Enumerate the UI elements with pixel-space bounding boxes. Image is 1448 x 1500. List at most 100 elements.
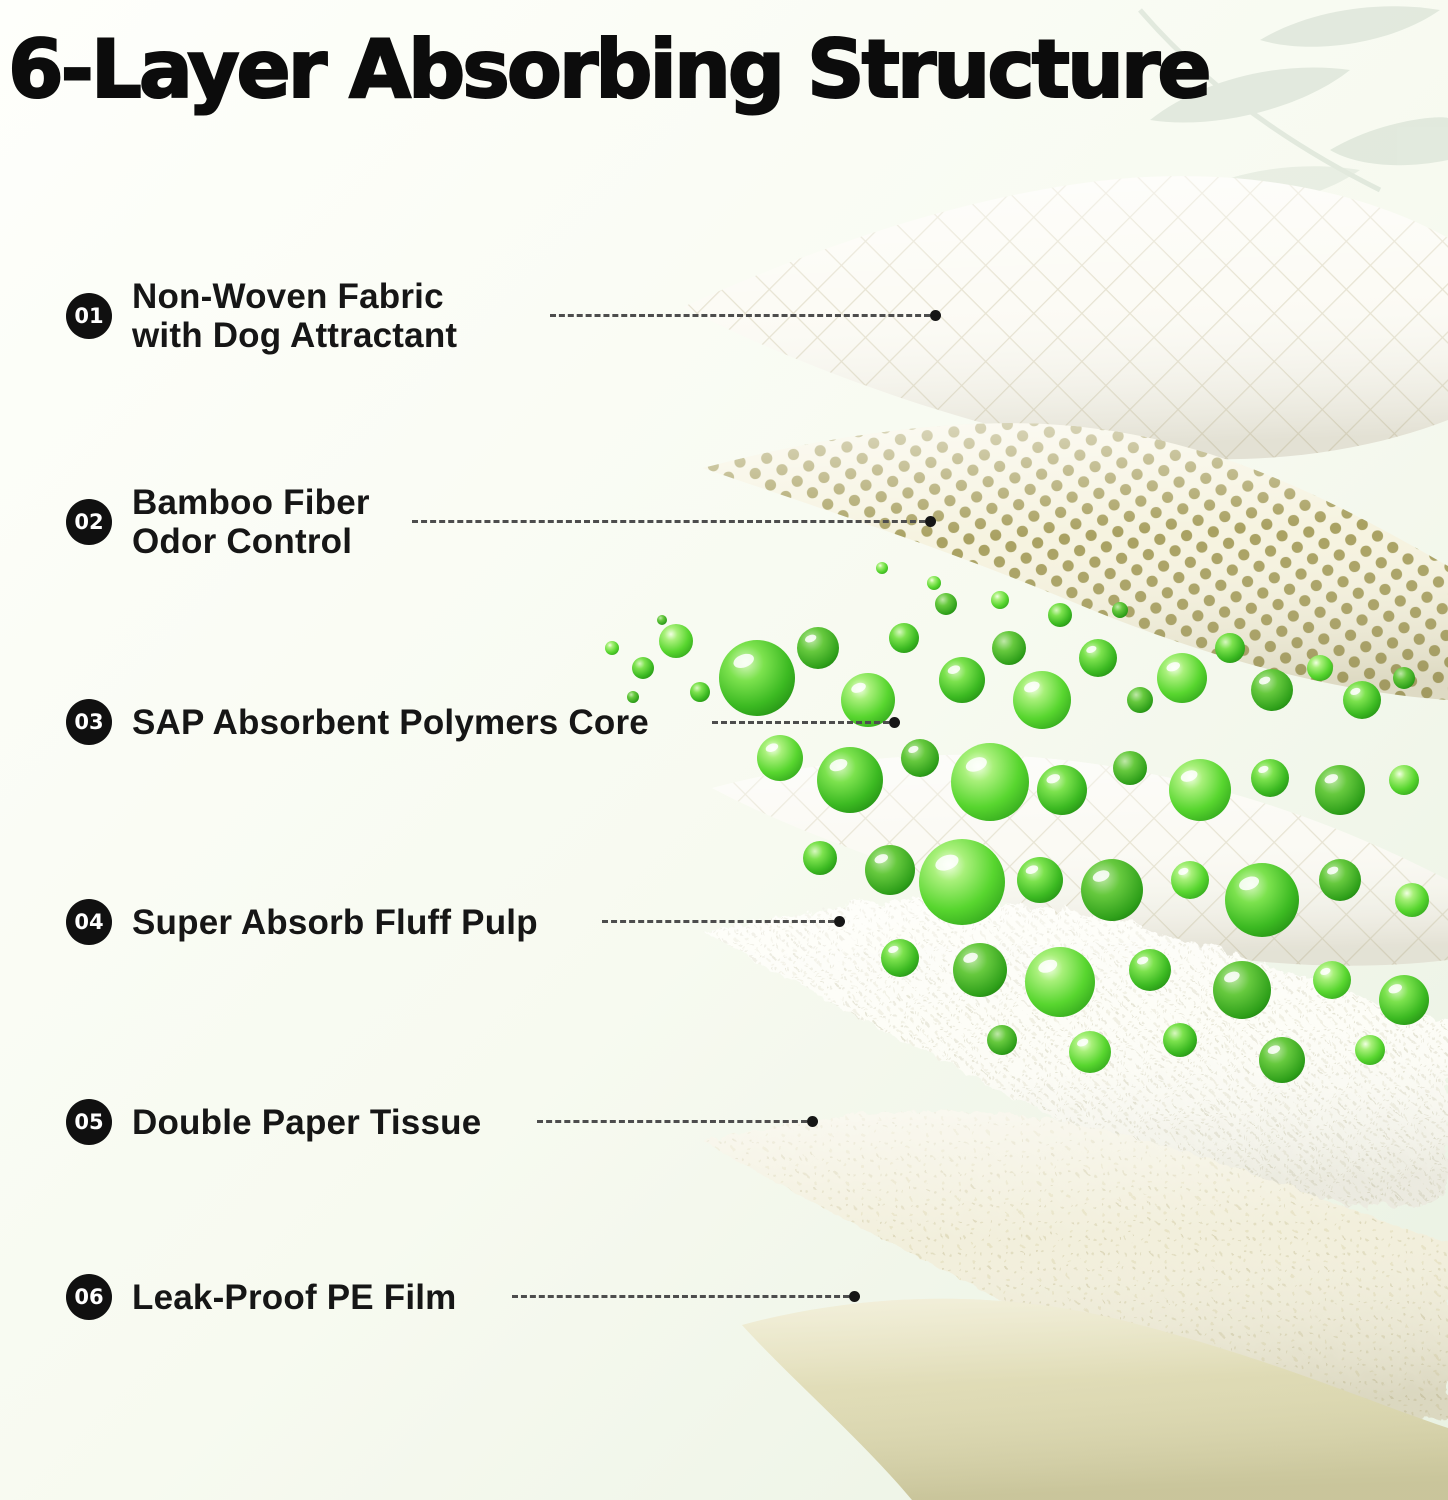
sap-polymer-ball (1171, 861, 1209, 899)
sap-polymer-ball (876, 562, 888, 574)
sap-polymer-ball-highlight (1076, 1038, 1089, 1047)
sap-polymer-ball-highlight (874, 854, 888, 864)
sap-polymer-ball-highlight (1258, 765, 1269, 773)
sap-polymer-ball (1069, 1031, 1111, 1073)
sap-polymer-ball-highlight (1239, 876, 1260, 891)
layer-number-badge-1: 01 (66, 293, 112, 339)
layer-label-row-1: 01 Non-Woven Fabric with Dog Attractant (66, 276, 457, 356)
sap-polymer-ball-highlight (1086, 645, 1097, 653)
layer-label-row-3: 03 SAP Absorbent Polymers Core (66, 682, 649, 762)
page-title: 6-Layer Absorbing Structure (7, 23, 1213, 116)
sap-polymer-ball (1079, 639, 1117, 677)
pointer-dot-4 (834, 916, 845, 927)
leader-line-5 (537, 1120, 807, 1123)
sap-polymer-ball (901, 739, 939, 777)
layer-bamboo-fiber-sheet (703, 423, 1448, 700)
sap-polymer-ball-highlight (1166, 662, 1180, 672)
sap-polymer-ball (1343, 681, 1381, 719)
sap-polymer-ball-highlight (804, 634, 817, 643)
sap-polymer-ball (1379, 975, 1429, 1025)
layer-label-2: Bamboo Fiber Odor Control (132, 483, 370, 561)
sap-polymer-ball (1393, 667, 1415, 689)
sap-polymer-ball-highlight (1258, 676, 1271, 685)
sap-polymer-ball (797, 627, 839, 669)
sap-polymer-ball (1395, 883, 1429, 917)
layer-label-4: Super Absorb Fluff Pulp (132, 903, 538, 942)
layer-label-1-line2: with Dog Attractant (132, 316, 458, 355)
sap-polymer-ball-highlight (733, 653, 754, 668)
sap-polymer-ball-highlight (851, 682, 866, 693)
layer-label-row-2: 02 Bamboo Fiber Odor Control (66, 482, 370, 562)
layer-label-6: Leak-Proof PE Film (132, 1278, 457, 1317)
sap-polymer-ball (632, 657, 654, 679)
sap-polymer-ball-highlight (1136, 956, 1149, 965)
sap-polymer-ball (1163, 1023, 1197, 1057)
leader-line-3 (712, 721, 889, 724)
layer-label-row-5: 05 Double Paper Tissue (66, 1082, 481, 1162)
sap-polymer-ball-highlight (1324, 774, 1338, 784)
layer-label-3: SAP Absorbent Polymers Core (132, 703, 649, 742)
sap-polymer-ball-highlight (1224, 971, 1240, 983)
sap-polymer-ball-highlight (888, 945, 899, 953)
layer-number-badge-4: 04 (66, 899, 112, 945)
sap-polymer-ball (605, 641, 619, 655)
sap-polymer-ball-highlight (963, 952, 978, 963)
sap-polymer-ball-highlight (1326, 866, 1339, 875)
sap-polymer-ball (719, 640, 795, 716)
sap-polymer-ball (1315, 765, 1365, 815)
layer-number-badge-6: 06 (66, 1274, 112, 1320)
sap-polymer-ball (1081, 859, 1143, 921)
sap-polymer-ball-highlight (1092, 870, 1110, 882)
layer-label-row-6: 06 Leak-Proof PE Film (66, 1257, 457, 1337)
sap-polymer-ball-highlight (1025, 865, 1039, 874)
sap-polymer-ball (1017, 857, 1063, 903)
sap-polymer-ball (657, 615, 667, 625)
layer-label-row-4: 04 Super Absorb Fluff Pulp (66, 882, 538, 962)
layer-number-badge-2: 02 (66, 499, 112, 545)
layer-label-1-line1: Non-Woven Fabric (132, 277, 444, 316)
pointer-dot-1 (930, 310, 941, 321)
layer-pe-film-sheet (742, 1298, 1448, 1500)
sap-polymer-ball-highlight (1267, 1045, 1281, 1054)
sap-polymer-ball (690, 682, 710, 702)
sap-polymer-ball (881, 939, 919, 977)
sap-polymer-ball (1048, 603, 1072, 627)
sap-polymer-ball (659, 624, 693, 658)
sap-polymer-ball (987, 1025, 1017, 1055)
sap-polymer-ball (627, 691, 639, 703)
layer-sap-polymer-core (605, 562, 1429, 1083)
layer-label-5-line1: Double Paper Tissue (132, 1102, 482, 1142)
layer-label-1: Non-Woven Fabric with Dog Attractant (132, 277, 457, 355)
sap-polymer-ball (757, 735, 803, 781)
sap-polymer-ball (841, 673, 895, 727)
sap-polymer-ball-highlight (1350, 687, 1361, 695)
sap-polymer-ball-highlight (1038, 959, 1058, 973)
sap-polymer-ball (919, 839, 1005, 925)
sap-polymer-ball (1251, 759, 1289, 797)
sap-polymer-ball (1037, 765, 1087, 815)
sap-polymer-ball (1129, 949, 1171, 991)
layer-label-5: Double Paper Tissue (132, 1103, 481, 1142)
sap-polymer-ball-highlight (1024, 681, 1040, 693)
sap-polymer-ball-highlight (1046, 774, 1060, 784)
sap-polymer-ball (1025, 947, 1095, 1017)
sap-polymer-ball (1251, 669, 1293, 711)
pointer-dot-2 (925, 516, 936, 527)
leader-line-1 (550, 314, 930, 317)
sap-polymer-ball (1112, 602, 1128, 618)
sap-polymer-ball-highlight (1178, 867, 1189, 875)
leader-line-4 (602, 920, 834, 923)
layer-label-2-line1: Bamboo Fiber (132, 483, 370, 522)
sap-polymer-ball-highlight (829, 759, 848, 772)
sap-polymer-ball (1215, 633, 1245, 663)
sap-polymer-ball (1313, 961, 1351, 999)
sap-polymer-ball (1157, 653, 1207, 703)
sap-polymer-ball (939, 657, 985, 703)
sap-polymer-ball (935, 593, 957, 615)
leader-line-2 (412, 520, 925, 523)
layer-label-3-line1: SAP Absorbent Polymers Core (132, 702, 649, 742)
sap-polymer-ball (1355, 1035, 1385, 1065)
sap-polymer-ball (953, 943, 1007, 997)
sap-polymer-ball (1213, 961, 1271, 1019)
